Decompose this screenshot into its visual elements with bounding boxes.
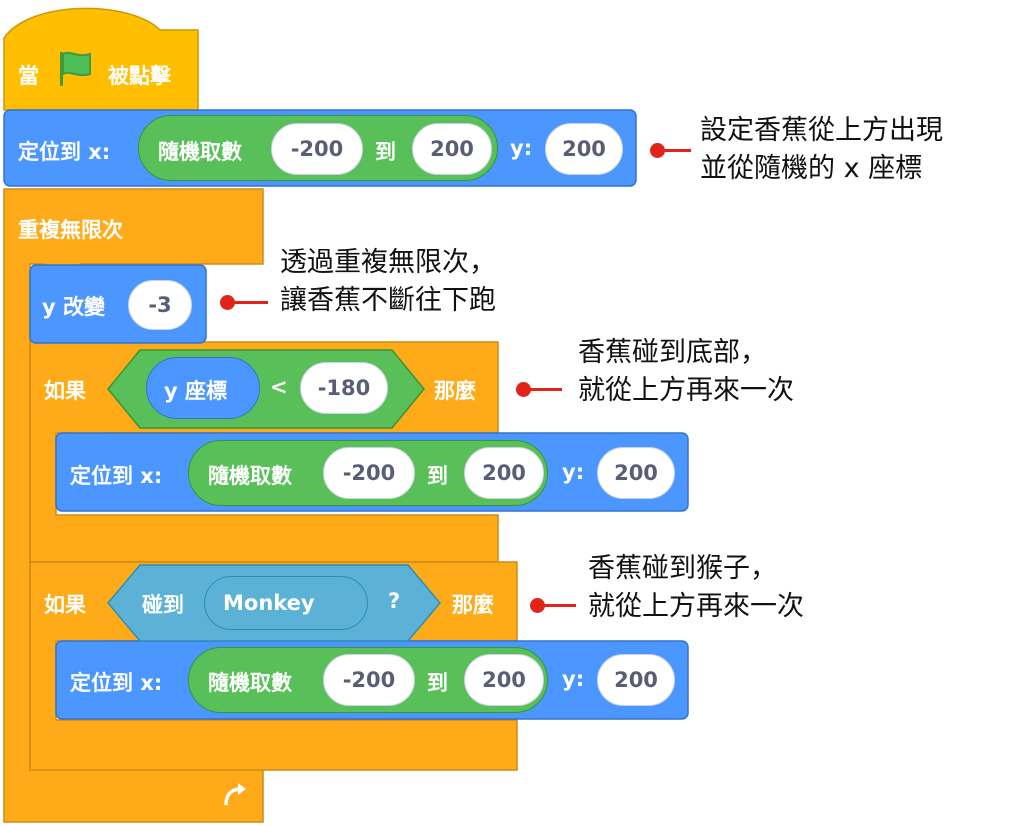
compare-value-input[interactable]: -180	[300, 362, 388, 414]
hat-clicked-label: 被點擊	[108, 64, 171, 88]
random-to-label: 到	[375, 140, 396, 164]
annotation-dot-4	[530, 598, 545, 613]
then-label-1: 那麼	[434, 379, 476, 403]
y-label: y:	[562, 667, 585, 691]
y-input[interactable]: 200	[545, 123, 623, 175]
annotation-note-3: 香蕉碰到底部，就從上方再來一次	[578, 337, 794, 406]
less-than-operator: <	[270, 375, 288, 399]
annotation-note-2: 透過重複無限次，讓香蕉不斷往下跑	[280, 247, 496, 316]
random-to-label: 到	[427, 671, 448, 695]
y-input[interactable]: 200	[597, 654, 675, 706]
random-label: 隨機取數	[208, 671, 292, 695]
loop-arrow-icon	[224, 783, 246, 806]
y-input[interactable]: 200	[597, 447, 675, 499]
hat-block[interactable]	[3, 7, 199, 111]
y-label: y:	[510, 136, 533, 160]
y-label: y:	[562, 460, 585, 484]
touching-target: Monkey	[223, 591, 315, 615]
annotation-dot-1	[650, 143, 665, 158]
y-position-reporter[interactable]	[146, 357, 260, 419]
random-from-input[interactable]: -200	[323, 654, 415, 706]
annotation-note-4: 香蕉碰到猴子，就從上方再來一次	[588, 553, 804, 622]
annotation-line-3	[524, 388, 562, 391]
green-flag-icon	[60, 51, 91, 86]
annotation-line-1	[658, 149, 691, 152]
touching-menu[interactable]: Monkey	[204, 576, 368, 630]
goto-label: 定位到 x:	[70, 671, 163, 695]
y-position-label: y 座標	[164, 379, 227, 403]
random-label: 隨機取數	[158, 140, 242, 164]
change-y-label: y 改變	[42, 295, 105, 319]
annotation-dot-3	[516, 382, 531, 397]
touching-label: 碰到	[142, 593, 184, 617]
random-to-label: 到	[427, 464, 448, 488]
if-label-1: 如果	[44, 379, 86, 403]
random-from-input[interactable]: -200	[271, 123, 363, 175]
annotation-dot-2	[220, 295, 235, 310]
random-to-input[interactable]: 200	[464, 447, 544, 499]
annotation-line-4	[538, 604, 576, 607]
annotation-note-1: 設定香蕉從上方出現並從隨機的 x 座標	[700, 115, 943, 184]
annotation-line-2	[228, 301, 268, 304]
hat-when-label: 當	[18, 64, 39, 88]
random-to-input[interactable]: 200	[412, 123, 492, 175]
change-y-input[interactable]: -3	[128, 280, 192, 330]
random-to-input[interactable]: 200	[464, 654, 544, 706]
goto-label: 定位到 x:	[18, 140, 111, 164]
random-label: 隨機取數	[208, 464, 292, 488]
forever-label: 重複無限次	[18, 218, 123, 242]
random-from-input[interactable]: -200	[323, 447, 415, 499]
question-mark: ?	[388, 589, 401, 613]
goto-label: 定位到 x:	[70, 464, 163, 488]
if-label-2: 如果	[44, 593, 86, 617]
then-label-2: 那麼	[452, 593, 494, 617]
